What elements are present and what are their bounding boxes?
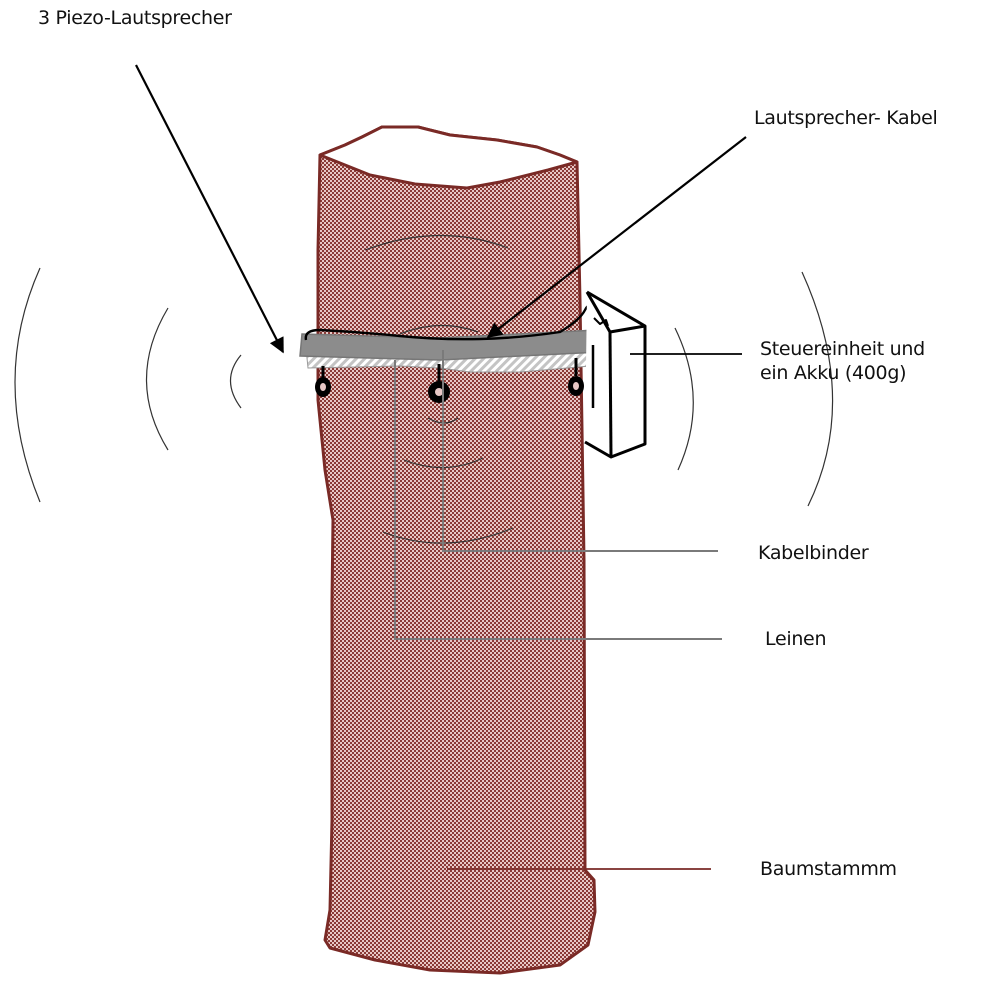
- sound-wave-arc: [801, 271, 834, 507]
- trunk-top-cut: [318, 125, 579, 190]
- label-control-unit-line2: ein Akku (400g): [760, 362, 907, 384]
- sound-wave-arc: [674, 327, 694, 471]
- piezo-speaker: [428, 364, 450, 403]
- cable-tie-leader: [442, 350, 718, 552]
- piezo-leader-arrow: [135, 64, 284, 354]
- label-speaker-cable: Lautsprecher- Kabel: [754, 107, 938, 129]
- label-cable-tie: Kabelbinder: [758, 542, 869, 564]
- strap-leader: [394, 360, 722, 640]
- label-piezo-speakers: 3 Piezo-Lautsprecher: [38, 7, 232, 29]
- label-strap: Leinen: [765, 628, 827, 650]
- sound-wave-arc: [146, 307, 169, 451]
- piezo-speaker: [315, 366, 331, 397]
- label-trunk: Baumstammm: [760, 858, 897, 880]
- sound-waves-right: [674, 271, 834, 507]
- piezo-speaker: [568, 358, 584, 396]
- sound-wave-arc: [229, 354, 242, 409]
- sound-wave-arc: [14, 267, 41, 503]
- sound-waves-left: [14, 267, 242, 503]
- cable-leader-arrow: [486, 136, 747, 338]
- label-control-unit-line1: Steuereinheit und: [760, 338, 925, 360]
- control-unit-box: [584, 290, 647, 459]
